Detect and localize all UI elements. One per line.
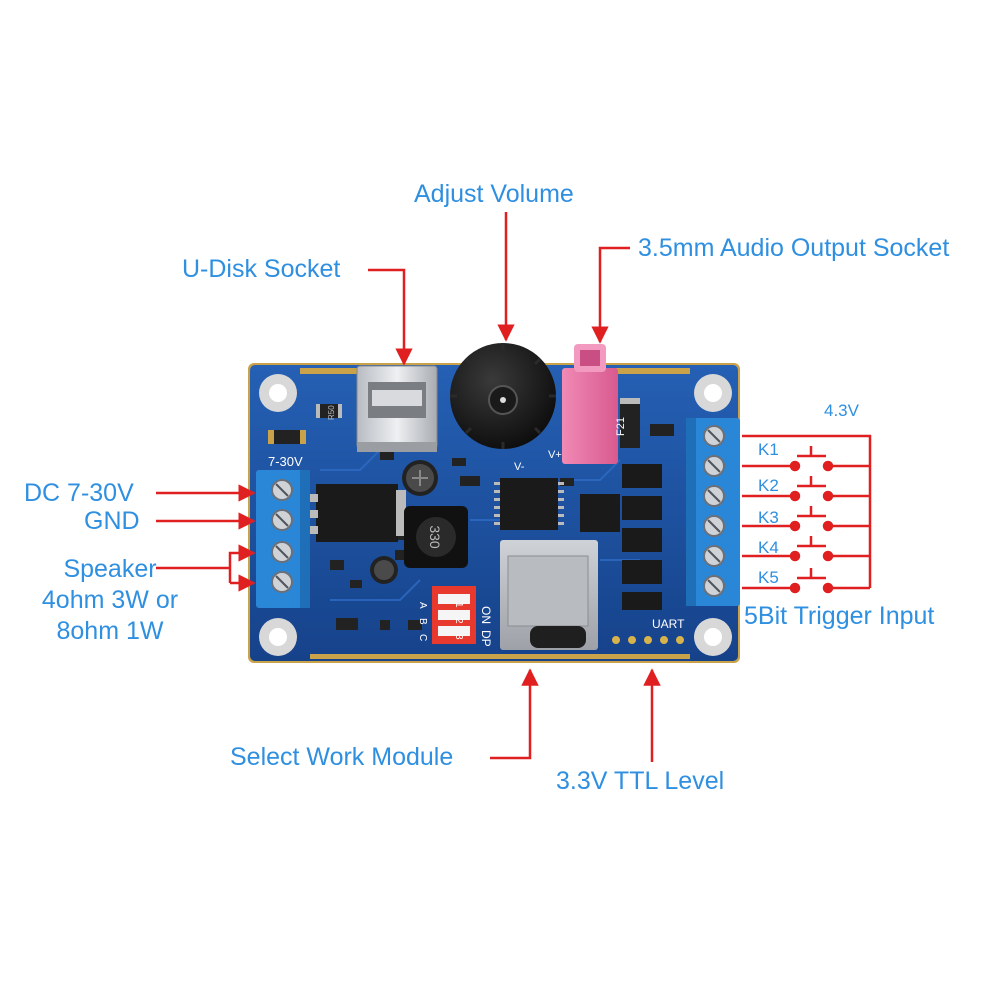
label-trigger-voltage: 4.3V [824,401,859,420]
label-gnd: GND [84,507,140,535]
arrow-dip [490,668,539,760]
pcb-voltage-label: 7-30V [268,454,303,469]
label-trigger-input: 5Bit Trigger Input [744,602,935,630]
label-speaker-3: 8ohm 1W [56,617,164,645]
inductor: 330 [404,506,468,568]
svg-text:1: 1 [453,602,464,608]
svg-text:330: 330 [427,525,443,549]
power-speaker-terminal [256,470,310,608]
svg-text:C: C [417,634,428,641]
label-speaker-1: Speaker [63,555,157,583]
svg-text:B: B [417,618,428,625]
capacitor-icon [370,460,438,584]
svg-text:ON: ON [479,606,493,624]
usb-socket [356,365,438,452]
label-speaker-2: 4ohm 3W or [41,586,179,614]
main-ic [494,478,564,530]
svg-text:A: A [417,602,428,609]
svg-text:V+: V+ [548,449,562,461]
label-dc-power: DC 7-30V [24,479,134,507]
dip-switch: ON DP 1 2 3 A B C [417,586,493,647]
trigger-terminal [686,418,740,606]
uart-header: UART [612,617,685,644]
label-key-2: K2 [758,476,779,495]
trigger-mosfets [622,464,662,610]
arrow-usb [368,268,413,366]
push-switch-icon [789,446,834,594]
svg-text:V-: V- [514,461,525,473]
label-ttl-level: 3.3V TTL Level [556,767,725,795]
label-usb-socket: U-Disk Socket [182,255,341,283]
trigger-wiring [742,434,872,590]
svg-text:F21: F21 [615,417,627,436]
annotation-arrows [156,212,661,762]
arrow-speaker-1 [228,544,256,583]
label-audio-socket: 3.5mm Audio Output Socket [638,234,950,262]
sd-card-slot [500,540,598,650]
svg-text:DP: DP [479,630,493,647]
volume-knob: V- V+ [450,343,562,473]
label-key-3: K3 [758,508,779,527]
label-key-4: K4 [758,538,779,557]
label-adjust-volume: Adjust Volume [414,180,574,208]
svg-text:R50: R50 [327,405,336,420]
svg-text:2: 2 [453,618,464,624]
voltage-regulator [306,484,406,542]
secondary-ic [580,494,620,532]
label-key-1: K1 [758,440,779,459]
svg-text:3: 3 [453,634,464,640]
mounting-hole-icon [259,374,732,656]
label-key-5: K5 [758,568,779,587]
arrow-audio [591,246,630,344]
svg-text:UART: UART [652,617,685,631]
label-select-work-module: Select Work Module [230,743,454,771]
audio-jack: F21 [562,344,627,464]
